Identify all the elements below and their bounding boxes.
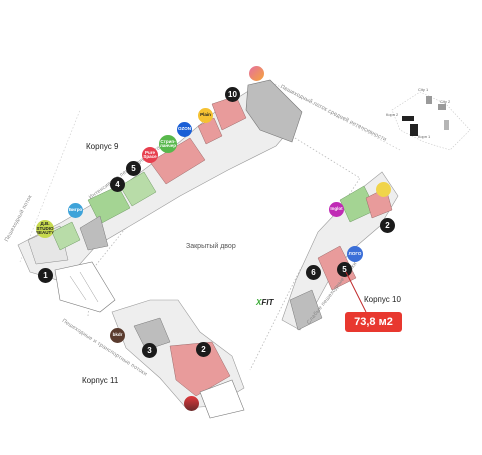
building-korpus-9-wing: [54, 261, 116, 313]
marker-10[interactable]: 10: [225, 87, 240, 102]
marker-5-korpus-9[interactable]: 5: [126, 161, 141, 176]
xfit-brand-letter: X: [256, 298, 262, 307]
minimap-label-korp2: Корп 2: [386, 112, 399, 117]
selected-area-tag[interactable]: 73,8 м2: [345, 312, 402, 332]
marker-2-korpus-10[interactable]: 2: [380, 218, 395, 233]
marker-2-korpus-11[interactable]: 2: [196, 342, 211, 357]
site-minimap: [391, 91, 471, 151]
courtyard-boundary: [87, 97, 361, 371]
building-korpus-10: [281, 171, 399, 331]
tenant-logo-strip-launcher[interactable]: Стрип-ланчер: [159, 135, 177, 153]
tenant-logo-unlabeled-top[interactable]: [249, 66, 264, 81]
outer-flow-line-top: [274, 83, 401, 151]
tenant-logo-bkdr[interactable]: bkdr: [110, 328, 125, 343]
tenant-logo-unlabeled-bottom[interactable]: [184, 396, 199, 411]
tenant-logo-plain[interactable]: Plain: [198, 108, 213, 123]
tenant-logo-inglot[interactable]: Inglot: [329, 202, 344, 217]
xfit-brand-rest: FIT: [261, 298, 274, 307]
tenant-logo-ozon[interactable]: OZON: [177, 122, 192, 137]
marker-3[interactable]: 3: [142, 343, 157, 358]
courtyard-label: Закрытый двор: [186, 243, 236, 250]
tenant-logo-unlabeled-right[interactable]: [376, 182, 391, 197]
building-label-11: Корпус 11: [82, 376, 119, 385]
tenant-logo-xfit[interactable]: XFIT: [256, 298, 273, 307]
marker-1[interactable]: 1: [38, 268, 53, 283]
marker-5-korpus-10[interactable]: 5: [337, 262, 352, 277]
minimap-label-korp1: Корп 1: [418, 134, 431, 139]
outer-flow-line-left: [19, 109, 81, 263]
marker-4[interactable]: 4: [110, 177, 125, 192]
building-korpus-11: [111, 299, 245, 419]
building-korpus-9: [17, 79, 303, 283]
tenant-logo-pure-space[interactable]: Pure Space: [142, 147, 158, 163]
minimap-label-city2: City 2: [440, 99, 451, 104]
minimap-label-city1: City 1: [418, 87, 429, 92]
marker-6[interactable]: 6: [306, 265, 321, 280]
building-label-9: Корпус 9: [86, 142, 119, 151]
tenant-logo-bigro[interactable]: Бигро: [68, 203, 83, 218]
tenant-logo-studio-beauty[interactable]: Д.В. STUDIO BEAUTY: [36, 220, 54, 238]
building-label-10: Корпус 10: [364, 295, 401, 304]
tenant-logo-logo[interactable]: ЛОГО: [347, 246, 363, 262]
